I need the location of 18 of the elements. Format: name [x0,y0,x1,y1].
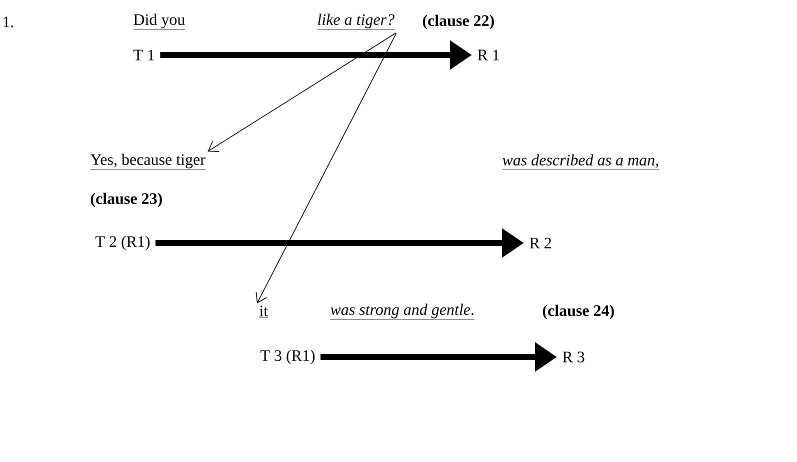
clause-label: (clause 24) [542,304,614,320]
sentence-text: T 1 [134,50,154,60]
sentence-text: Did you [133,14,186,30]
sentence-text: Yes, because tiger [90,154,206,170]
item-number: 1. [4,16,14,28]
sentence-text: R 2 [530,238,551,248]
arrow [256,32,397,304]
clause-label: (clause 23) [90,192,162,208]
sentence-text: R 3 [562,352,584,362]
arrow [208,32,396,152]
sentence-text: like a tiger? [317,14,395,30]
sentence-text: R 1 [478,50,499,60]
sentence-text: was described as a man, [502,154,660,170]
sentence-text: T 3 (R1) [260,350,315,364]
sentence-text: was strong and gentle. [330,304,475,320]
sentence-text: it [259,306,268,318]
sentence-text: T 2 (R1) [96,236,150,250]
clause-label: (clause 22) [422,14,494,30]
